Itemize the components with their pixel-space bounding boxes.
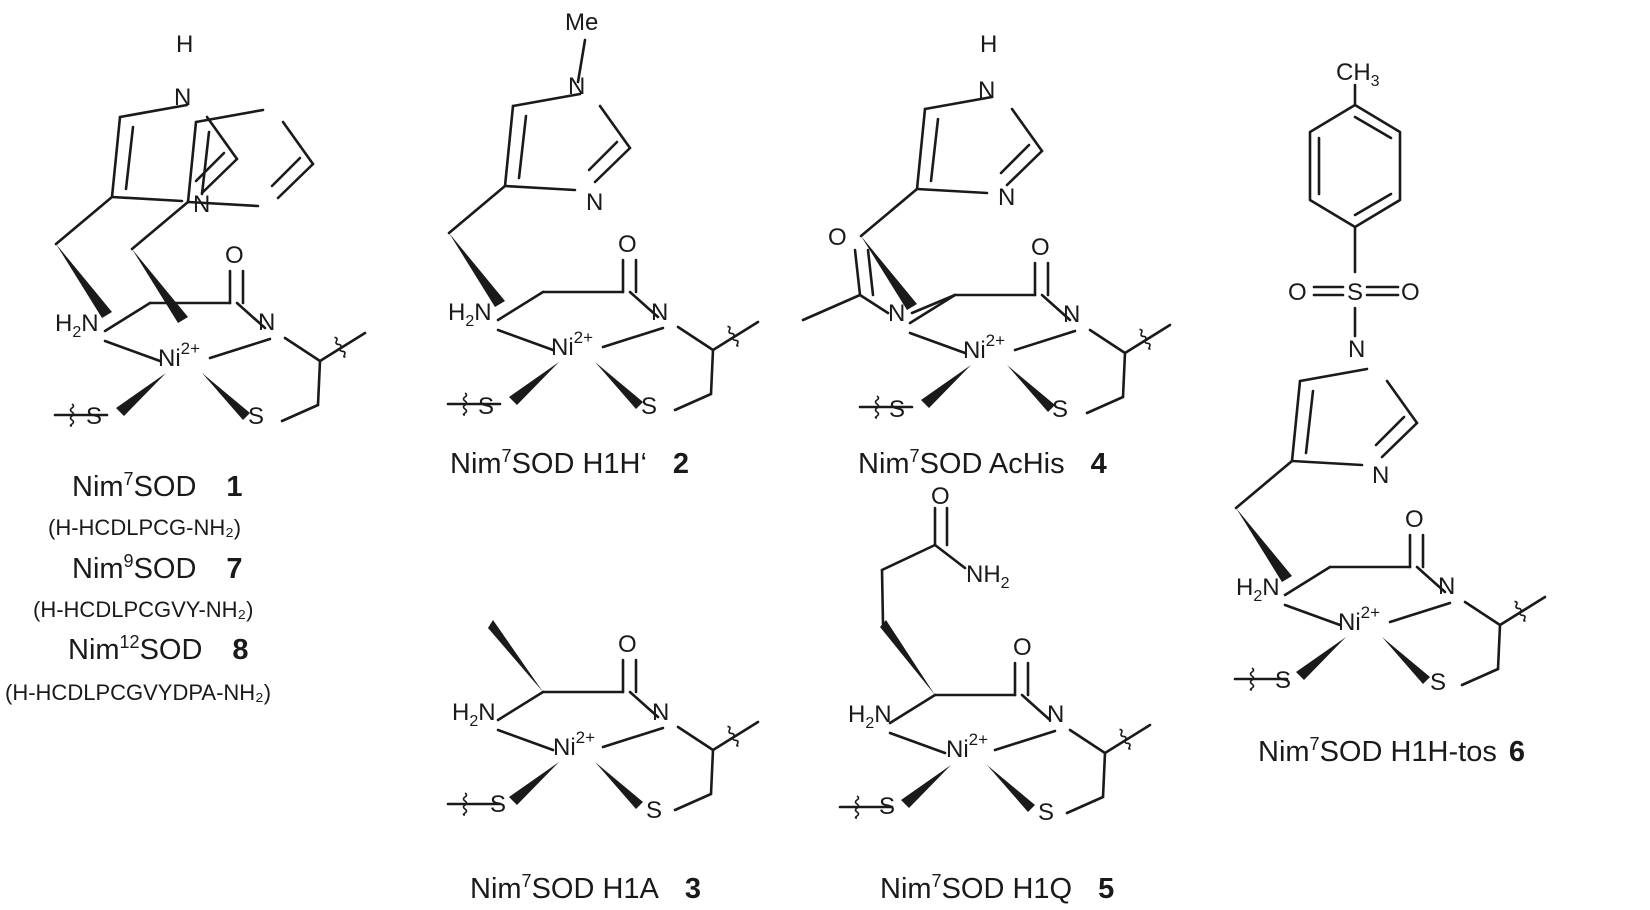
atom-s: S — [889, 396, 905, 423]
atom-s: S — [1347, 279, 1363, 306]
atom-h2n: H2N — [55, 310, 99, 341]
atom-n: N — [258, 309, 275, 336]
structure-compound-3: O H2N N Ni2+ S S — [448, 620, 758, 824]
atom-h2n: H2N — [1236, 574, 1280, 605]
atom-o: O — [618, 231, 637, 258]
atom-ch3: CH3 — [1336, 59, 1380, 90]
atom-n: N — [998, 184, 1015, 211]
atom-ni: Ni2+ — [551, 328, 593, 361]
atom-n: N — [1438, 573, 1455, 600]
structure-compound-2: Me N N O H2N N Ni2+ S S — [448, 9, 758, 420]
structure-compound-4: H N N O O N N Ni2+ S S — [801, 31, 1170, 423]
atom-n: N — [978, 77, 995, 104]
atom-o: O — [931, 483, 950, 510]
atom-n: N — [1047, 701, 1064, 728]
atom-o: O — [618, 631, 637, 658]
atom-n: N — [193, 191, 210, 218]
atom-o: O — [1405, 506, 1424, 533]
atom-n: N — [651, 299, 668, 326]
atom-s: S — [1430, 669, 1446, 696]
atom-ni: Ni2+ — [158, 339, 200, 372]
atom-n: N — [1348, 336, 1365, 363]
atom-s: S — [879, 793, 895, 820]
sequence-compound-8: (H-HCDLPCGVYDPA-NH₂) — [5, 680, 271, 705]
atom-s: S — [1052, 396, 1068, 423]
structure-compound-6: CH3 O S O N N O H2N N Ni2+ S S — [1235, 59, 1545, 696]
sequence-compound-1: (H-HCDLPCG-NH₂) — [48, 515, 241, 540]
atom-o: O — [828, 224, 847, 251]
atom-s: S — [1275, 667, 1291, 694]
atom-h: H — [176, 31, 193, 58]
atom-ni: Ni2+ — [1338, 603, 1380, 636]
atom-h2n: H2N — [452, 699, 496, 730]
atom-n: N — [586, 189, 603, 216]
atom-s: S — [86, 403, 102, 430]
atom-h: H — [980, 31, 997, 58]
atom-h2n: H2N — [448, 299, 492, 330]
sequence-compound-7: (H-HCDLPCGVY-NH₂) — [33, 597, 253, 622]
atom-n: N — [652, 699, 669, 726]
atom-s: S — [641, 393, 657, 420]
atom-ni: Ni2+ — [946, 730, 988, 763]
atom-o: O — [1288, 279, 1307, 306]
atom-s: S — [478, 393, 494, 420]
atom-n: N — [174, 84, 191, 111]
structure-compound-1 — [55, 108, 365, 426]
structure-compound-1-details: H N N O H2N N Ni2+ S S — [54, 31, 275, 430]
atom-o: O — [1013, 634, 1032, 661]
atom-nh2: NH2 — [966, 561, 1010, 592]
atom-s: S — [490, 791, 506, 818]
atom-s: S — [248, 403, 264, 430]
atom-me: Me — [565, 9, 598, 36]
atom-h2n: H2N — [848, 701, 892, 732]
structure-compound-5: O NH2 O H2N N Ni2+ S S — [840, 483, 1150, 826]
atom-s: S — [646, 797, 662, 824]
atom-ni: Ni2+ — [553, 728, 595, 761]
atom-n: N — [888, 300, 905, 327]
atom-s: S — [1038, 799, 1054, 826]
atom-o: O — [1031, 234, 1050, 261]
atom-o: O — [225, 242, 244, 269]
atom-n: N — [1372, 462, 1389, 489]
atom-n: N — [568, 73, 585, 100]
atom-o: O — [1401, 279, 1420, 306]
atom-n: N — [1063, 301, 1080, 328]
label-compound-2: Nim7SOD H1H‘2 — [450, 446, 689, 480]
atom-ni: Ni2+ — [963, 331, 1005, 364]
